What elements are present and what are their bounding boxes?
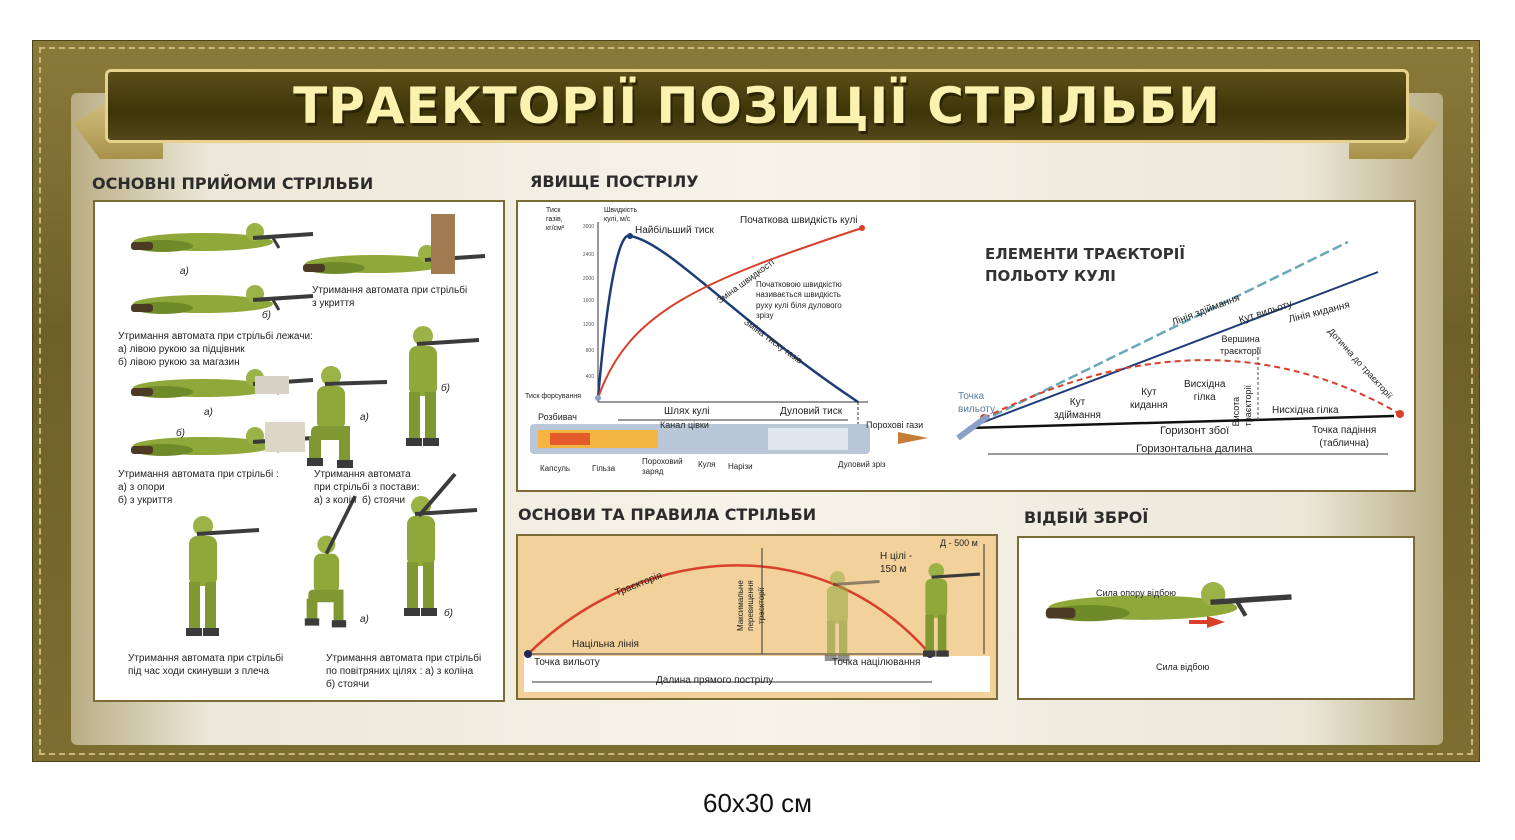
label-distance: Д - 500 м <box>940 538 978 548</box>
label-recoil-force: Сила відбою <box>1156 662 1210 672</box>
tick-4: 1200 <box>583 322 594 328</box>
label-a3: а) <box>360 412 369 423</box>
recoil-diagram <box>1019 538 1413 628</box>
label-ascending: Висхідна гілка <box>1184 379 1226 403</box>
label-target-h: Н цілі - 150 м <box>880 551 913 575</box>
label-capsule: Капсуль <box>540 464 571 473</box>
label-support-force: Сила опору відбою <box>1096 588 1177 598</box>
axis-pressure: Тиск газів, кг/см² <box>546 207 565 233</box>
caption-walk: Утримання автомата при стрільбі під час … <box>128 653 284 677</box>
label-initial-speed: Початкова швидкість кулі <box>740 215 858 226</box>
label-b2: б) <box>176 428 185 439</box>
dashed-border <box>39 47 1473 755</box>
label-charge: Пороховий заряд <box>642 457 683 477</box>
label-apex: Вершина траєкторії <box>1220 334 1262 356</box>
tick-0: 3000 <box>583 224 594 230</box>
shot-title: ЯВИЩЕ ПОСТРІЛУ <box>530 172 699 191</box>
size-caption: 60х30 см <box>703 788 812 818</box>
caption-lying: Утримання автомата при стрільбі лежачи: … <box>118 331 313 368</box>
soldiers-illustration <box>129 214 487 638</box>
label-b1: б) <box>262 310 271 321</box>
rules-title: ОСНОВИ ТА ПРАВИЛА СТРІЛЬБИ <box>518 505 817 524</box>
label-b4: б) <box>444 608 453 619</box>
caption-air: Утримання автомата при стрільбі по повіт… <box>326 653 482 690</box>
label-path: Шлях кулі <box>664 406 710 417</box>
label-igniter: Розбивач <box>538 412 577 422</box>
label-muzzle-pressure: Дуловий тиск <box>780 406 843 417</box>
rules-diagram <box>518 536 996 698</box>
label-a4: а) <box>360 614 369 625</box>
label-powder-gases: Порохові гази <box>866 420 924 430</box>
tick-1: 2400 <box>583 252 594 258</box>
label-rules-launch: Точка вильоту <box>534 657 600 668</box>
label-horizontal-range: Горизонтальна далина <box>1136 443 1253 455</box>
tick-2: 2000 <box>583 276 594 282</box>
title-bar: ТРАЕКТОРІЇ ПОЗИЦІЇ СТРІЛЬБИ <box>105 69 1409 143</box>
label-aim-line: Націльна лінія <box>572 639 639 650</box>
label-height: Висота траєкторії <box>1230 385 1253 427</box>
recoil-title: ВІДБІЙ ЗБРОЇ <box>1024 508 1149 527</box>
label-max-exceed: Максимальне перевищення траєкторії <box>735 580 766 632</box>
tick-6: 400 <box>586 374 595 380</box>
tick-5: 800 <box>586 348 595 354</box>
caption-stand: Утримання автомата при стрільбі з постав… <box>314 469 420 506</box>
label-a1: а) <box>180 266 189 277</box>
label-weapon-horizon: Горизонт збої <box>1160 425 1230 437</box>
label-muzzle: Дуловий зріз <box>838 460 886 469</box>
shot-diagram: 3000 2400 2000 1600 1200 800 400 <box>530 222 1404 455</box>
label-elevation-angle: Кут здіймання <box>1054 397 1101 421</box>
label-descending: Нисхідна гілка <box>1272 405 1339 416</box>
label-aim-point: Точка націлювання <box>832 657 921 668</box>
label-impact: Точка падіння (таблична) <box>1312 425 1377 449</box>
basic-title: ОСНОВНІ ПРИЙОМИ СТРІЛЬБИ <box>92 174 374 193</box>
caption-cover: Утримання автомата при стрільбі з укритт… <box>312 285 468 309</box>
poster-title: ТРАЕКТОРІЇ ПОЗИЦІЇ СТРІЛЬБИ <box>293 77 1221 135</box>
label-bullet: Куля <box>698 460 716 469</box>
label-a2: а) <box>204 407 213 418</box>
label-b3: б) <box>441 383 450 394</box>
label-case: Гільза <box>592 464 616 473</box>
label-max-pressure: Найбільший тиск <box>635 225 714 236</box>
label-bore: Канал цівки <box>660 420 709 430</box>
label-direct-range: Далина прямого пострілу <box>656 675 774 686</box>
label-forcing: Тиск форсування <box>525 393 581 400</box>
axis-speed: Швидкість кулі, м/с <box>604 207 638 224</box>
label-rifling: Нарізи <box>728 462 753 471</box>
tick-3: 1600 <box>583 298 594 304</box>
label-launch-point: Точка вильоту <box>958 391 995 415</box>
trajectory-title: ЕЛЕМЕНТИ ТРАЄКТОРІЇ ПОЛЬОТУ КУЛІ <box>985 245 1185 285</box>
label-throw-angle: Кут кидання <box>1130 387 1168 411</box>
caption-support: Утримання автомата при стрільбі : а) з о… <box>118 469 279 506</box>
label-definition: Початковою швидкістю називається швидкіс… <box>756 280 842 321</box>
